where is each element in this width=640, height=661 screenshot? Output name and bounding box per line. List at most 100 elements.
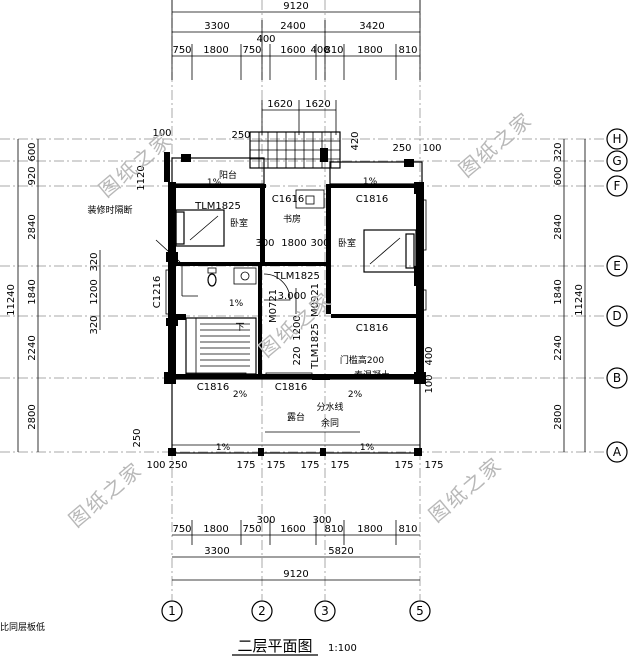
misc-dim-17: 175: [300, 460, 319, 471]
tlm-left-label: TLM1825: [194, 201, 241, 212]
left-window-dim-1: 320: [89, 252, 100, 271]
c1816-b1-label: C1816: [197, 382, 229, 393]
bottom-small-dim-1: 300: [256, 515, 275, 526]
misc-dim-12: 250: [132, 428, 143, 447]
misc-dim-9: 300: [310, 238, 329, 249]
top-row2-dim-4: 1600: [280, 45, 305, 56]
top-row2-dim-5: 810: [324, 45, 343, 56]
reserve-partition-label: 装修时隔断: [87, 204, 132, 216]
bottom-row1-dim-7: 810: [398, 524, 417, 535]
bottom-row2-dim-1: 3300: [204, 546, 229, 557]
right-inner-dim-3: 2840: [553, 214, 564, 239]
balcony-outline: [171, 157, 423, 185]
left-window-dim-3: 320: [89, 315, 100, 334]
roof-dim-2: 1620: [305, 99, 330, 110]
slope-terrace-right: 1%: [360, 443, 375, 453]
drain-same-label: 余同: [321, 417, 339, 429]
slope-balcony-right: 1%: [363, 177, 378, 187]
bottom-row1-dim-3: 750: [242, 524, 261, 535]
room-bedroom-right-label: 卧室: [338, 237, 356, 249]
right-inner-dim-1: 320: [553, 142, 564, 161]
axis-row-d: D: [612, 309, 621, 323]
misc-dim-4: 420: [350, 131, 361, 150]
drain-line-label: 分水线: [316, 401, 343, 413]
misc-dim-16: 175: [266, 460, 285, 471]
note-left: 比同层板低: [0, 621, 45, 633]
misc-dim-20: 175: [424, 460, 443, 471]
slope-terrace-mid-left: 2%: [233, 390, 248, 400]
misc-dimensions: 100 250 1120 420 250 100 300 1800 300 40…: [132, 128, 444, 471]
bottom-row1-dim-1: 750: [172, 524, 191, 535]
axis-row-f: F: [614, 179, 621, 193]
axis-col-2: 2: [258, 604, 266, 618]
misc-dim-11: 100: [424, 374, 435, 393]
stairs: [185, 317, 257, 375]
sill-height-label: 门槛高200: [340, 354, 384, 366]
bottom-row1-dim-2: 1800: [203, 524, 228, 535]
top-row2-dim-6: 1800: [357, 45, 382, 56]
misc-dim-15: 175: [236, 460, 255, 471]
left-inner-dim-1: 600: [27, 142, 38, 161]
top-total-dim: 9120: [283, 1, 308, 12]
misc-dim-8: 1800: [281, 238, 306, 249]
watermark-2: 图纸之家: [454, 107, 537, 182]
c1616-label: C1616: [272, 194, 304, 205]
misc-dim-18: 175: [330, 460, 349, 471]
axis-col-1: 1: [168, 604, 176, 618]
bottom-row1-dim-6: 1800: [357, 524, 382, 535]
m0921-label: M0921: [310, 283, 321, 317]
room-labels: 阳台 卧室 书房 卧室 露台 下 TLM1825 TLM1825 TLM1825…: [87, 169, 390, 453]
m0721-label: M0721: [268, 289, 279, 323]
tlm-vert-label: TLM1825: [310, 323, 321, 370]
misc-dim-5: 250: [392, 143, 411, 154]
bottom-total-dim: 9120: [283, 569, 308, 580]
right-dimensions: 320 600 2840 1840 2240 2800 11240: [553, 139, 586, 452]
top-dimensions: 9120 3300 2400 3420 750 1800 750 1600 81…: [171, 0, 421, 135]
bed-left: [175, 209, 225, 247]
c1216-label: C1216: [152, 276, 163, 308]
top-row1-dim-1: 3300: [204, 21, 229, 32]
watermark-4: 图纸之家: [64, 457, 147, 532]
top-row1-dim-3: 3420: [359, 21, 384, 32]
left-dimensions: 11240 600 920 2840 1840 2240 2800 320 12…: [6, 139, 163, 452]
right-inner-dim-5: 2240: [553, 335, 564, 360]
top-row2-dim-1: 750: [172, 45, 191, 56]
top-small-dim-1: 400: [256, 34, 275, 45]
axis-bubbles-cols: 1 2 3 5: [161, 600, 431, 622]
axis-row-h: H: [612, 132, 621, 146]
room-bedroom-left-label: 卧室: [230, 217, 248, 229]
slope-terrace-mid-right: 2%: [348, 390, 363, 400]
room-balcony-label: 阳台: [219, 169, 237, 181]
misc-dim-1: 100: [152, 128, 171, 139]
bed-right: [363, 229, 417, 273]
axis-row-g: G: [612, 154, 621, 168]
level-label: 3.000: [278, 291, 307, 302]
misc-dim-14: 250: [168, 460, 187, 471]
terrace-outline: [168, 378, 422, 456]
concrete-label: 素混凝土: [354, 369, 390, 381]
door-swings: [155, 239, 297, 314]
left-inner-dim-6: 2800: [27, 404, 38, 429]
misc-dim-6: 100: [422, 143, 441, 154]
roof-dim-1: 1620: [267, 99, 292, 110]
axis-col-3: 3: [321, 604, 329, 618]
top-row1-dim-2: 2400: [280, 21, 305, 32]
tlm-mid-label: TLM1825: [273, 271, 320, 282]
misc-dim-7: 300: [255, 238, 274, 249]
bottom-small-dim-2: 300: [312, 515, 331, 526]
c1816-b2-label: C1816: [275, 382, 307, 393]
misc-dim-13: 100: [146, 460, 165, 471]
c1816-right-label: C1816: [356, 194, 388, 205]
misc-dim-22: 1200: [292, 315, 303, 340]
top-row2-dim-2: 1800: [203, 45, 228, 56]
windows: [165, 199, 427, 379]
left-inner-dim-5: 2240: [27, 335, 38, 360]
misc-dim-10: 400: [424, 346, 435, 365]
slope-terrace-left: 1%: [216, 443, 231, 453]
misc-dim-19: 175: [394, 460, 413, 471]
axis-row-a: A: [613, 445, 622, 459]
left-window-dim-2: 1200: [89, 279, 100, 304]
bottom-row1-dim-5: 810: [324, 524, 343, 535]
room-terrace-label: 露台: [287, 411, 305, 423]
